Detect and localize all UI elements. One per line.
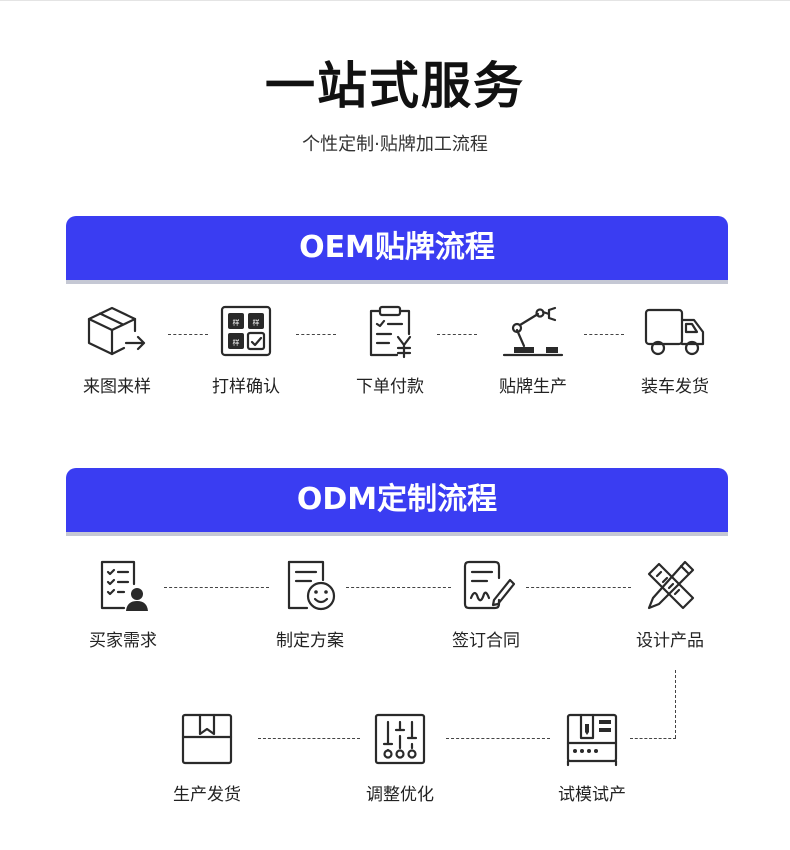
connector bbox=[346, 587, 451, 588]
connector bbox=[168, 334, 208, 335]
oem-step-2: 样 样 样 打样确认 bbox=[176, 302, 316, 397]
robot-arm-icon bbox=[502, 306, 564, 357]
oem-step-4: 贴牌生产 bbox=[463, 302, 603, 397]
box-arrow-icon bbox=[87, 306, 146, 356]
svg-text:样: 样 bbox=[233, 318, 240, 327]
odm-step-5: 试模试产 bbox=[522, 710, 662, 805]
oem-step-1: 来图来样 bbox=[47, 302, 187, 397]
odm-step-4: 设计产品 bbox=[600, 556, 740, 651]
odm-section-banner: ODM定制流程 bbox=[66, 468, 728, 532]
connector bbox=[584, 334, 624, 335]
page-title: 一站式服务 bbox=[265, 57, 525, 115]
oem-step-4-label: 贴牌生产 bbox=[499, 377, 567, 397]
page-subtitle: 个性定制·贴牌加工流程 bbox=[302, 134, 488, 155]
sliders-icon bbox=[374, 713, 426, 765]
odm-step-4-label: 设计产品 bbox=[636, 631, 704, 651]
sample-grid-icon: 样 样 样 bbox=[220, 305, 272, 357]
top-divider bbox=[0, 0, 790, 1]
connector bbox=[164, 587, 269, 588]
odm-step-3-label: 签订合同 bbox=[452, 631, 520, 651]
odm-step-7-label: 生产发货 bbox=[173, 785, 241, 805]
oem-step-2-label: 打样确认 bbox=[212, 377, 280, 397]
svg-text:样: 样 bbox=[253, 318, 260, 327]
odm-step-5-label: 试模试产 bbox=[558, 785, 626, 805]
truck-icon bbox=[644, 308, 705, 356]
oem-step-3: 下单付款 bbox=[320, 302, 460, 397]
odm-step-7: 生产发货 bbox=[137, 710, 277, 805]
document-smile-icon bbox=[287, 560, 336, 611]
connector bbox=[675, 670, 676, 738]
odm-step-1-label: 买家需求 bbox=[89, 631, 157, 651]
ruler-pencil-icon bbox=[647, 560, 695, 610]
odm-step-2: 制定方案 bbox=[240, 556, 380, 651]
connector bbox=[258, 738, 360, 739]
package-icon bbox=[181, 713, 233, 765]
svg-text:样: 样 bbox=[233, 338, 240, 347]
oem-step-1-label: 来图来样 bbox=[83, 377, 151, 397]
odm-step-3: 签订合同 bbox=[416, 556, 556, 651]
odm-step-1: 买家需求 bbox=[53, 556, 193, 651]
oem-step-5-label: 装车发货 bbox=[641, 377, 709, 397]
odm-step-6: 调整优化 bbox=[330, 710, 470, 805]
connector bbox=[446, 738, 550, 739]
oem-step-5: 装车发货 bbox=[605, 302, 745, 397]
document-user-icon bbox=[100, 560, 148, 611]
connector bbox=[630, 738, 676, 739]
connector bbox=[296, 334, 336, 335]
odm-step-6-label: 调整优化 bbox=[366, 785, 434, 805]
clipboard-yen-icon bbox=[369, 305, 412, 359]
contract-pen-icon bbox=[463, 560, 515, 610]
connector bbox=[437, 334, 477, 335]
oem-step-3-label: 下单付款 bbox=[356, 377, 424, 397]
oem-section-banner: OEM贴牌流程 bbox=[66, 216, 728, 280]
odm-step-2-label: 制定方案 bbox=[276, 631, 344, 651]
connector bbox=[526, 587, 631, 588]
machine-icon bbox=[566, 713, 618, 767]
